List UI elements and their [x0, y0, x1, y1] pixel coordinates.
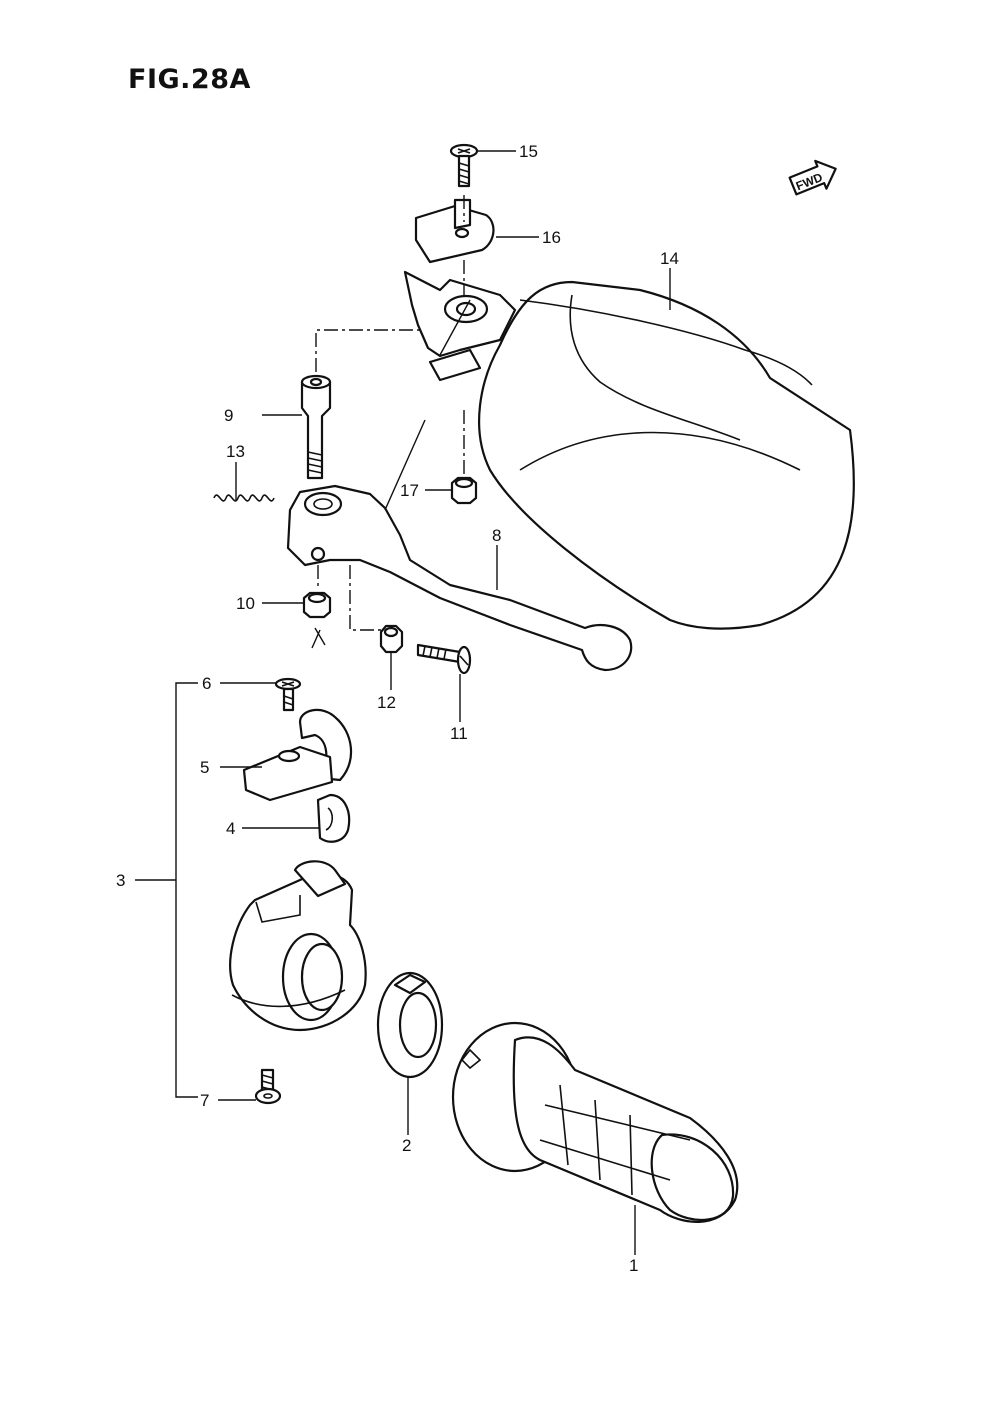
- adjuster-bolt-part: [416, 643, 472, 675]
- screw-6-part: [274, 677, 302, 712]
- nut-10-part: [302, 591, 332, 619]
- callout-8: 8: [492, 526, 501, 545]
- callout-15: 15: [519, 142, 538, 161]
- callout-2: 2: [402, 1136, 411, 1155]
- clutch-lever-part: [286, 484, 633, 672]
- leader-lines: [135, 150, 671, 1255]
- spacer-ring-part: [376, 971, 444, 1079]
- callout-16: 16: [542, 228, 561, 247]
- callout-3: 3: [116, 871, 125, 890]
- hand-guard-part: [478, 280, 855, 630]
- callout-3-bracket: [175, 682, 198, 1098]
- callout-7: 7: [200, 1091, 209, 1110]
- callout-4: 4: [226, 819, 235, 838]
- callout-labels: 1 2 3 4 5 6 7 8 9 10 11 12 13 14 15 16 1…: [116, 142, 679, 1275]
- grip-part: [451, 1021, 739, 1223]
- pivot-bolt-part: [300, 374, 332, 480]
- callout-9: 9: [224, 406, 233, 425]
- clamp-plate-part: [242, 708, 353, 802]
- callout-5: 5: [200, 758, 209, 777]
- figure-title: FIG.28A: [128, 64, 251, 95]
- callout-1: 1: [629, 1256, 638, 1275]
- fwd-arrow-icon: FWD: [788, 159, 837, 196]
- callout-17: 17: [400, 481, 419, 500]
- callout-6: 6: [202, 674, 211, 693]
- spring-part: [213, 494, 275, 502]
- nut-17-part: [450, 476, 478, 505]
- nut-12-part: [379, 624, 404, 654]
- cable-holder-part: [316, 793, 351, 843]
- assembly-lines: [311, 195, 471, 649]
- callout-11: 11: [450, 724, 468, 743]
- callout-13: 13: [226, 442, 245, 461]
- callout-12: 12: [377, 693, 396, 712]
- screw-7-part: [254, 1068, 282, 1105]
- screw-15-part: [449, 143, 479, 188]
- callout-14: 14: [660, 249, 679, 268]
- lever-bracket-housing-part: [229, 860, 367, 1032]
- callout-10: 10: [236, 594, 255, 613]
- mount-bracket-part: [403, 198, 517, 382]
